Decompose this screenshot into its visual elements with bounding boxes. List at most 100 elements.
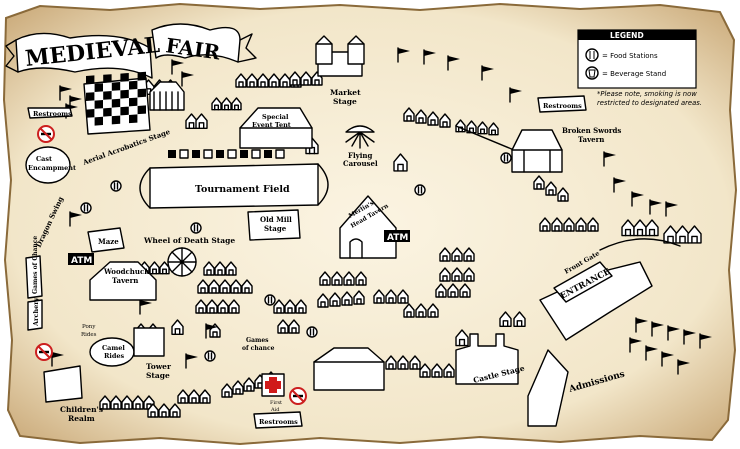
- pennant-flag: [423, 49, 436, 65]
- pennant-flag: [59, 85, 72, 101]
- first-aid[interactable]: First Aid: [261, 373, 285, 413]
- booth-tent: [300, 71, 312, 86]
- booth-tent: [355, 271, 367, 286]
- childrens-realm: Children's Realm: [43, 365, 103, 423]
- booth-tent: [268, 73, 280, 88]
- booth-tent: [217, 299, 229, 314]
- tower-stage: Tower Stage: [133, 327, 172, 380]
- booth-tent: [214, 261, 226, 276]
- booth-tent: [241, 279, 253, 294]
- svg-text:Restrooms: Restrooms: [33, 110, 72, 118]
- booth-tent: [431, 363, 443, 378]
- booth-tent: [289, 71, 301, 86]
- booth-tent: [488, 122, 499, 136]
- booth-tent: [557, 187, 569, 202]
- booth-tent: [228, 299, 240, 314]
- booth-tent: [221, 97, 232, 111]
- pennant-flag: [665, 201, 678, 217]
- woodchuck-tavern: Woodchuck Tavern: [89, 261, 157, 301]
- svg-text:Wheel of Death Stage: Wheel of Death Stage: [143, 236, 235, 245]
- svg-text:Games of Chance: Games of Chance: [32, 236, 39, 294]
- svg-text:Event Tent: Event Tent: [252, 121, 291, 129]
- booth-tent: [188, 389, 200, 404]
- booth-tent: [575, 217, 587, 232]
- banner-pennant: [192, 150, 200, 158]
- fork-knife-icon: [585, 48, 599, 62]
- booth-tent: [687, 225, 702, 244]
- svg-text:Rides: Rides: [104, 352, 125, 360]
- atm-right[interactable]: ATM: [384, 230, 410, 243]
- svg-text:ATM: ATM: [387, 233, 408, 243]
- banner-pennant: [275, 149, 285, 159]
- booth-tent: [466, 120, 477, 134]
- booth-tent: [455, 329, 469, 347]
- food-station-icon[interactable]: [306, 326, 318, 338]
- booth-tent: [463, 247, 475, 262]
- booth-tent: [273, 299, 285, 314]
- booth-tent: [159, 261, 170, 275]
- food-station-icon[interactable]: [110, 180, 122, 192]
- booth-tent: [208, 279, 220, 294]
- pennant-flag: [645, 345, 658, 361]
- booth-tent: [533, 175, 545, 190]
- svg-text:Stage: Stage: [146, 371, 170, 380]
- games-of-chance-sign-side: Games of Chance: [25, 236, 43, 299]
- booth-tent: [257, 73, 269, 88]
- booth-tent: [99, 395, 111, 410]
- booth-tent: [232, 380, 244, 395]
- pennant-flag: [613, 177, 626, 193]
- svg-text:Broken Swords: Broken Swords: [562, 126, 621, 135]
- food-station-icon[interactable]: [414, 184, 426, 196]
- booth-tent: [427, 111, 439, 126]
- booth-tent: [221, 383, 233, 398]
- pennant-flag: [651, 321, 664, 337]
- booth-tent: [451, 267, 463, 282]
- flying-carousel: Flying Carousel: [343, 125, 378, 168]
- booth-tent: [415, 303, 427, 318]
- booth-tent: [545, 181, 557, 196]
- pennant-flag: [677, 359, 690, 375]
- food-station-icon[interactable]: [500, 152, 512, 164]
- booth-tent: [385, 355, 397, 370]
- booth-tent: [443, 363, 455, 378]
- booth-tent: [409, 355, 421, 370]
- pennant-flag: [509, 87, 522, 103]
- old-mill-stage: Old Mill Stage: [247, 209, 301, 241]
- no-smoking-icon: [289, 387, 307, 405]
- pennant-flag: [629, 337, 642, 353]
- booth-tent: [319, 271, 331, 286]
- food-station-icon[interactable]: [190, 222, 202, 234]
- booth-tent: [195, 299, 207, 314]
- booth-tent: [197, 279, 209, 294]
- svg-text:Old Mill: Old Mill: [260, 215, 292, 224]
- wheel-of-death-stage: Wheel of Death Stage: [143, 236, 235, 277]
- svg-text:Tournament Field: Tournament Field: [195, 184, 290, 195]
- pennant-flag: [635, 317, 648, 333]
- maze: Maze: [87, 227, 125, 253]
- booth-tent: [177, 389, 189, 404]
- food-station-icon[interactable]: [80, 202, 92, 214]
- booth-tent: [230, 279, 242, 294]
- banner-pennant: [203, 149, 213, 159]
- atm-left[interactable]: ATM: [68, 253, 94, 266]
- food-station-icon[interactable]: [204, 350, 216, 362]
- booth-tent: [463, 267, 475, 282]
- svg-text:ATM: ATM: [71, 256, 92, 266]
- cast-encampment: Cast Encampment: [25, 146, 76, 184]
- svg-text:First: First: [270, 400, 282, 406]
- special-event-tent: Special Event Tent: [239, 107, 313, 149]
- pennant-flag: [631, 191, 644, 207]
- banner-pennant: [251, 149, 261, 159]
- legend: LEGEND = Food Stations = Beverage Stand …: [577, 29, 702, 107]
- booth-tent: [341, 291, 353, 306]
- food-station-icon[interactable]: [264, 294, 276, 306]
- banner-pennant: [179, 149, 189, 159]
- svg-text:Cast: Cast: [36, 155, 52, 163]
- pennant-flag: [397, 47, 410, 63]
- pony-rides: Pony Rides: [81, 324, 97, 338]
- booth-tent: [353, 290, 365, 305]
- svg-text:Aid: Aid: [270, 407, 280, 413]
- booth-tent: [288, 319, 300, 334]
- entrance-gate[interactable]: ENTRANCE Front Gate: [539, 249, 653, 341]
